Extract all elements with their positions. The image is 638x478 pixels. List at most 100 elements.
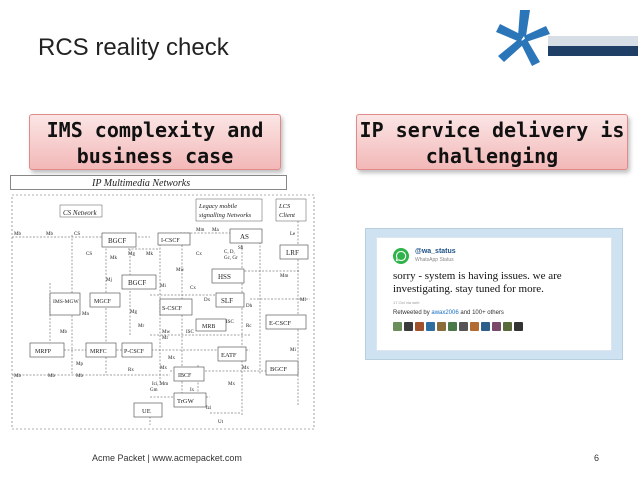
tweet-time[interactable]: 17 Oct via web: [393, 300, 420, 305]
tweet-screenshot: @wa_status WhatsApp Status sorry - syste…: [365, 228, 623, 360]
cs-network-box: [59, 204, 103, 218]
slide-title: RCS reality check: [38, 34, 229, 61]
legacy-label-2: signalling Networks: [199, 212, 252, 219]
tweet-text: sorry - system is having issues. we are …: [393, 270, 562, 295]
lcs-label-1: LCS: [278, 203, 291, 210]
avatar[interactable]: [448, 322, 457, 331]
callout-ims-complexity: IMS complexity and business case: [29, 114, 281, 170]
if-label: Mx: [242, 366, 249, 371]
if-label: Mb: [60, 330, 67, 335]
if-label: CS: [74, 232, 80, 237]
if-label: Mm: [196, 228, 204, 233]
whatsapp-logo-icon: [393, 248, 409, 264]
node-as: AS: [240, 233, 249, 241]
retweet-suffix: and 100+ others: [458, 310, 504, 316]
if-label: Mb: [48, 374, 55, 379]
slide-footer: Acme Packet | www.acmepacket.com: [92, 453, 242, 463]
callout-right-line1: IP service delivery is: [359, 118, 625, 142]
avatar[interactable]: [514, 322, 523, 331]
if-label: Mi: [160, 284, 166, 289]
node-trgw: TrGW: [177, 398, 195, 405]
if-label: ISC: [226, 320, 234, 325]
if-label: Rc: [246, 324, 252, 329]
if-label: Mj: [106, 278, 112, 283]
if-label: Ut: [218, 420, 224, 425]
if-label: Ml: [300, 298, 306, 303]
if-label: Cx: [196, 252, 202, 257]
node-ims-mgw: IMS-MGW: [53, 299, 79, 305]
legacy-box: [195, 198, 263, 222]
if-label: Mp: [76, 362, 83, 367]
if-label: Mr: [138, 324, 144, 329]
callout-left-line1: IMS complexity and: [46, 118, 264, 142]
retweet-prefix: Retweeted by: [393, 310, 432, 316]
if-label: Mk: [146, 252, 153, 257]
retweeter-avatars: [393, 322, 523, 331]
avatar[interactable]: [481, 322, 490, 331]
if-label: Mn: [82, 312, 89, 317]
if-label: Gm: [150, 388, 158, 393]
avatar[interactable]: [470, 322, 479, 331]
node-lrf: LRF: [286, 249, 299, 257]
node-scscf: S-CSCF: [162, 306, 183, 312]
if-label: ISC: [186, 330, 194, 335]
if-label: C, D,: [224, 250, 235, 255]
node-ecscf: E-CSCF: [269, 320, 291, 327]
if-label: Izi: [206, 406, 212, 411]
asterisk-logo-icon: [496, 10, 550, 66]
avatar[interactable]: [404, 322, 413, 331]
diagram-connections: [12, 221, 310, 425]
if-label: Cx: [190, 286, 196, 291]
if-label: Mx: [160, 366, 167, 371]
avatar[interactable]: [393, 322, 402, 331]
node-hss: HSS: [218, 273, 231, 281]
if-label: Mm: [280, 274, 288, 279]
if-label: Mx: [168, 356, 175, 361]
tweet-handle[interactable]: @wa_status: [415, 248, 456, 255]
if-label: Mb: [14, 374, 21, 379]
page-number: 6: [594, 453, 600, 463]
legacy-label-1: Legacy mobile: [198, 203, 237, 210]
if-label: Ici, Mm: [152, 382, 168, 387]
retweet-user-link[interactable]: awax2006: [431, 310, 459, 316]
diagram-interface-labels: Mb Mb CS CS Mg Mk Mk Mj Mm Ma Sh Cx C, D…: [14, 228, 306, 425]
node-mrfc: MRFC: [90, 349, 107, 355]
avatar[interactable]: [503, 322, 512, 331]
node-mgcf: MGCF: [94, 299, 112, 305]
avatar[interactable]: [437, 322, 446, 331]
node-eatf: EATF: [221, 352, 237, 359]
node-bgcf-3: BGCF: [270, 366, 287, 373]
if-label: Mw: [176, 268, 184, 273]
header-bar-dark: [548, 46, 638, 56]
node-icscf: I-CSCF: [161, 238, 180, 244]
node-slf: SLF: [221, 297, 233, 305]
node-ue: UE: [142, 408, 151, 415]
avatar[interactable]: [426, 322, 435, 331]
if-label: Dx: [204, 298, 211, 303]
if-label: Mk: [110, 256, 117, 261]
if-label: Rx: [128, 368, 134, 373]
if-label: Mb: [14, 232, 21, 237]
diagram-nodes: BGCF I-CSCF AS LRF HSS BGCF SLF IMS-MGW …: [29, 228, 309, 418]
if-label: Ma: [212, 228, 219, 233]
if-label: Dh: [246, 304, 253, 309]
callout-ip-service: IP service delivery is challenging: [356, 114, 628, 170]
lcs-label-2: Client: [279, 212, 295, 219]
node-bgcf-2: BGCF: [128, 279, 146, 287]
diagram-header: IP Multimedia Networks: [91, 178, 190, 189]
node-ibcf: IBCF: [178, 373, 192, 379]
if-label: CS: [86, 252, 92, 257]
if-label: Gc, Gr: [224, 256, 238, 261]
if-label: Mi: [290, 348, 296, 353]
tweet-account-name: WhatsApp Status: [415, 257, 454, 263]
if-label: Mb: [46, 232, 53, 237]
avatar[interactable]: [415, 322, 424, 331]
avatar[interactable]: [492, 322, 501, 331]
avatar[interactable]: [459, 322, 468, 331]
if-label: Sh: [238, 246, 244, 251]
if-label: Mg: [130, 310, 137, 315]
ims-architecture-diagram: IP Multimedia Networks CS Network Legacy…: [10, 175, 318, 431]
lcs-box: [275, 198, 307, 222]
callout-right-line2: challenging: [425, 144, 559, 168]
node-bgcf-1: BGCF: [108, 237, 126, 245]
